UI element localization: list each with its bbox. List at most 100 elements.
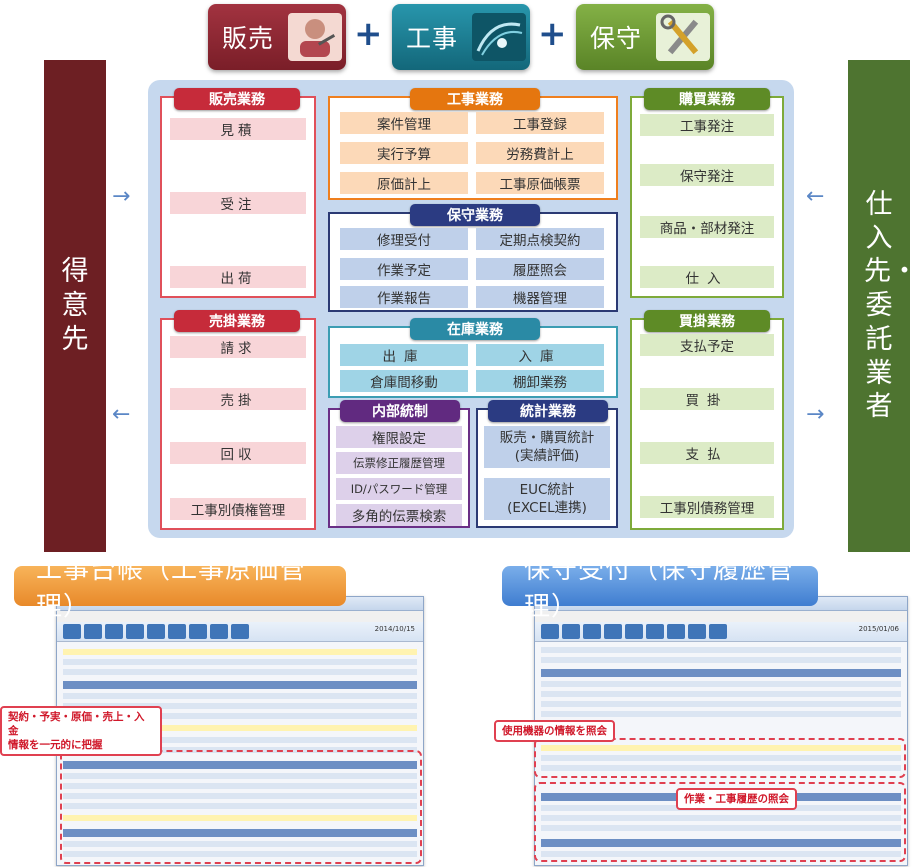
item-receivable[interactable]: 売掛 — [170, 388, 306, 410]
toolbar-button[interactable] — [63, 624, 81, 639]
item-material-order[interactable]: 商品・部材発注 — [640, 216, 774, 238]
panel-internal-control-title: 内部統制 — [340, 400, 460, 422]
panel-purchasing-ops: 購買業務 工事発注 保守発注 商品・部材発注 仕入 — [630, 88, 784, 298]
panel-internal-control: 内部統制 権限設定 伝票修正履歴管理 ID/パスワード管理 多角的伝票検索 — [328, 400, 470, 528]
panel-ap-ops-title: 買掛業務 — [644, 310, 770, 332]
panel-ar-ops: 売掛業務 請求 売掛 回収 工事別債権管理 — [160, 310, 316, 530]
item-execution-budget[interactable]: 実行予算 — [340, 142, 468, 164]
window-toolbar — [535, 622, 907, 642]
cable-icon — [472, 13, 527, 61]
panel-construction-ops-title: 工事業務 — [410, 88, 540, 110]
item-work-schedule[interactable]: 作業予定 — [340, 258, 468, 280]
toolbar-button[interactable] — [126, 624, 144, 639]
callout-device: 使用機器の情報を照会 — [494, 720, 615, 742]
panel-ap-ops: 買掛業務 支払予定 買掛 支払 工事別債務管理 — [630, 310, 784, 530]
highlight-ledger-area — [60, 750, 422, 864]
highlight-device-area — [534, 738, 906, 778]
toolbar-button[interactable] — [709, 624, 727, 639]
arrow-to-sales: ← — [112, 184, 131, 209]
item-inbound[interactable]: 入庫 — [476, 344, 604, 366]
form-row — [541, 711, 901, 717]
toolbar-button[interactable] — [604, 624, 622, 639]
panel-maintenance-ops-title: 保守業務 — [410, 204, 540, 226]
form-row — [541, 691, 901, 697]
toolbar-button[interactable] — [147, 624, 165, 639]
item-construction-registration[interactable]: 工事登録 — [476, 112, 604, 134]
panel-sales-ops: 販売業務 見積 受注 出荷 — [160, 88, 316, 298]
item-maintenance-order[interactable]: 保守発注 — [640, 164, 774, 186]
item-history-inquiry[interactable]: 履歴照会 — [476, 258, 604, 280]
window-date: 2015/01/06 — [858, 625, 899, 633]
item-outbound[interactable]: 出庫 — [340, 344, 468, 366]
section-header — [541, 839, 901, 847]
item-payment[interactable]: 支払 — [640, 442, 774, 464]
item-construction-order[interactable]: 工事発注 — [640, 114, 774, 136]
header-construction-label: 工事 — [406, 24, 459, 53]
item-id-password-management[interactable]: ID/パスワード管理 — [336, 478, 462, 500]
item-payable[interactable]: 買掛 — [640, 388, 774, 410]
item-equipment-management[interactable]: 機器管理 — [476, 286, 604, 308]
toolbar-button[interactable] — [210, 624, 228, 639]
toolbar-button[interactable] — [688, 624, 706, 639]
item-warehouse-transfer[interactable]: 倉庫間移動 — [340, 370, 468, 392]
item-order-received[interactable]: 受注 — [170, 192, 306, 214]
callout-ledger: 契約・予実・原価・売上・入金 情報を一元的に把握 — [0, 706, 162, 756]
item-receivable-by-project[interactable]: 工事別債権管理 — [170, 498, 306, 520]
item-payment-schedule[interactable]: 支払予定 — [640, 334, 774, 356]
item-collection[interactable]: 回収 — [170, 442, 306, 464]
table-row — [63, 803, 417, 809]
item-permission-settings[interactable]: 権限設定 — [336, 426, 462, 448]
form-row — [63, 669, 417, 675]
panel-statistics-ops-title: 統計業務 — [488, 400, 608, 422]
title-maintenance-reception: 保守受付（保守履歴管理） — [502, 555, 818, 622]
arrow-to-supplier: ← — [806, 402, 825, 427]
form-row — [63, 737, 417, 743]
item-voucher-search[interactable]: 多角的伝票検索 — [336, 504, 462, 526]
item-stocktaking[interactable]: 棚卸業務 — [476, 370, 604, 392]
toolbar-button[interactable] — [168, 624, 186, 639]
toolbar-button[interactable] — [646, 624, 664, 639]
table-row — [63, 793, 417, 799]
toolbar-button[interactable] — [583, 624, 601, 639]
item-repair-reception[interactable]: 修理受付 — [340, 228, 468, 250]
item-project-management[interactable]: 案件管理 — [340, 112, 468, 134]
item-payable-by-project[interactable]: 工事別債務管理 — [640, 496, 774, 518]
toolbar-button[interactable] — [231, 624, 249, 639]
toolbar-button[interactable] — [84, 624, 102, 639]
panel-purchasing-ops-title: 購買業務 — [644, 88, 770, 110]
tools-icon — [656, 13, 711, 61]
item-voucher-edit-history[interactable]: 伝票修正履歴管理 — [336, 452, 462, 474]
header-sales: 販売 — [208, 4, 346, 70]
customer-side-bar: 得意先 — [44, 60, 106, 552]
toolbar-button[interactable] — [667, 624, 685, 639]
item-shipping[interactable]: 出荷 — [170, 266, 306, 288]
form-row — [541, 681, 901, 687]
toolbar-button[interactable] — [562, 624, 580, 639]
section-header — [63, 681, 417, 689]
item-estimate[interactable]: 見積 — [170, 118, 306, 140]
form-row — [541, 701, 901, 707]
callout-history: 作業・工事履歴の照会 — [676, 788, 797, 810]
toolbar-button[interactable] — [541, 624, 559, 639]
item-inspection-contract[interactable]: 定期点検契約 — [476, 228, 604, 250]
toolbar-button[interactable] — [189, 624, 207, 639]
item-sales-purchase-stats[interactable]: 販売・購買統計 (実績評価) — [484, 426, 610, 468]
item-euc-stats[interactable]: EUC統計 (EXCEL連携) — [484, 478, 610, 520]
arrow-from-supplier: ← — [806, 184, 825, 209]
form-row — [63, 693, 417, 699]
title-construction-ledger: 工事台帳（工事原価管理） — [14, 555, 346, 622]
item-purchase[interactable]: 仕入 — [640, 266, 774, 288]
window-menubar — [57, 611, 423, 622]
highlight-history-area — [534, 782, 906, 862]
item-labor-cost[interactable]: 労務費計上 — [476, 142, 604, 164]
item-cost-posting[interactable]: 原価計上 — [340, 172, 468, 194]
panel-construction-ops: 工事業務 案件管理 工事登録 実行予算 労務費計上 原価計上 工事原価帳票 — [328, 88, 618, 200]
form-row — [541, 755, 901, 761]
toolbar-button[interactable] — [105, 624, 123, 639]
item-cost-report[interactable]: 工事原価帳票 — [476, 172, 604, 194]
header-construction: 工事 — [392, 4, 530, 70]
toolbar-button[interactable] — [625, 624, 643, 639]
item-work-report[interactable]: 作業報告 — [340, 286, 468, 308]
form-row — [541, 745, 901, 751]
item-billing[interactable]: 請求 — [170, 336, 306, 358]
